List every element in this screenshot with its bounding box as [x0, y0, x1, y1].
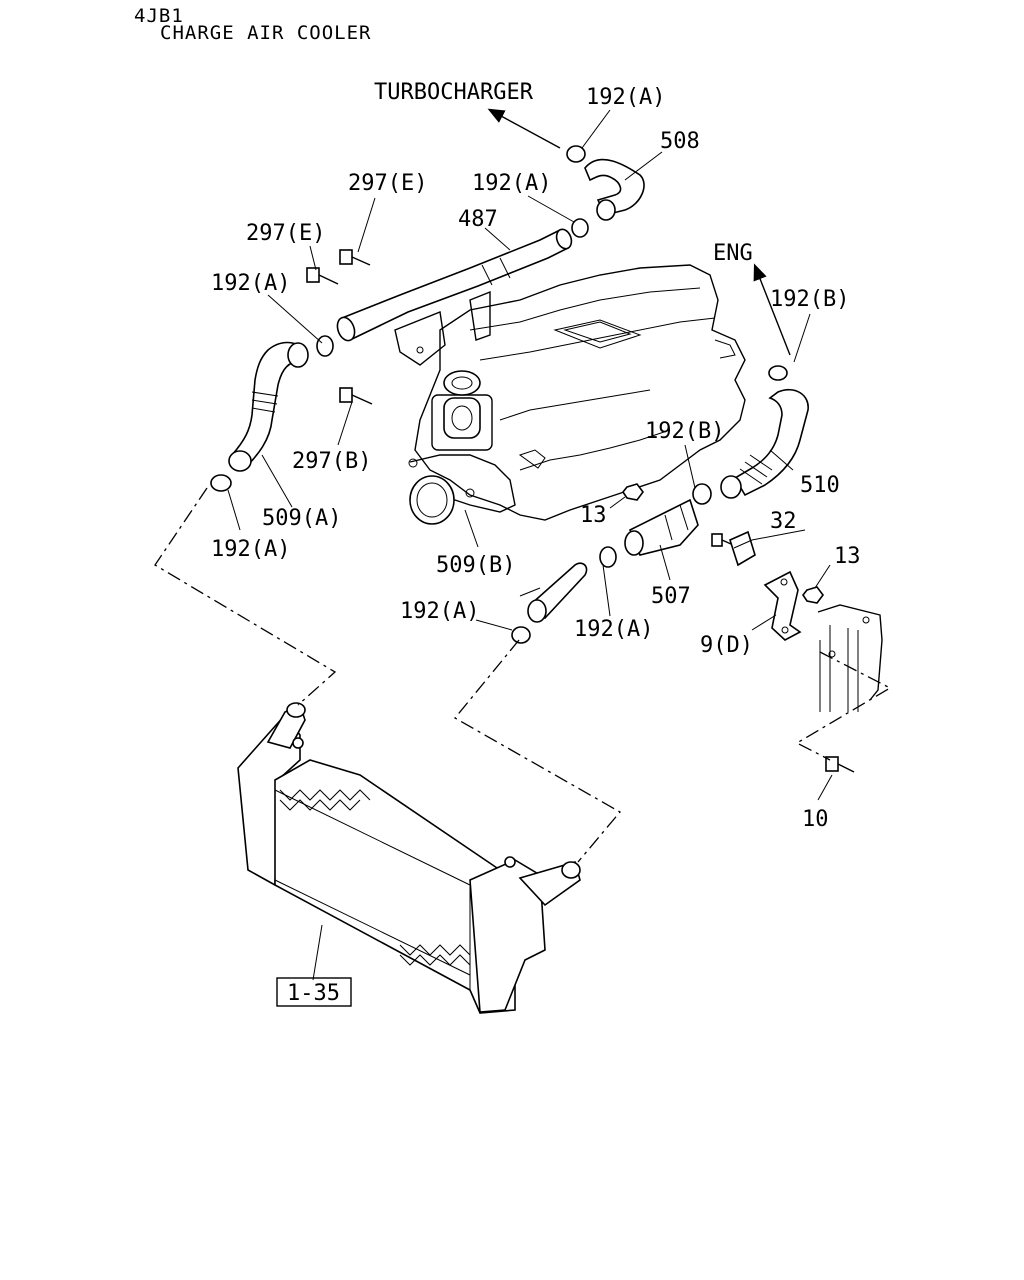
label-508: 508: [660, 129, 700, 154]
label-509b: 509(B): [436, 553, 515, 578]
label-507: 507: [651, 584, 691, 609]
radiator-side: [817, 604, 883, 712]
model-code: 4JB1: [134, 5, 184, 27]
engine-block: [408, 264, 746, 525]
label-192a-2: 192(A): [472, 171, 551, 196]
label-192b-2: 192(B): [645, 419, 724, 444]
cooler-ref-box: [276, 977, 352, 1007]
eng-label: ENG: [713, 241, 753, 266]
label-192a-6: 192(A): [574, 617, 653, 642]
hose-509b[interactable]: [527, 562, 588, 623]
label-1-35: 1-35: [287, 981, 340, 1006]
label-192a-4: 192(A): [211, 537, 290, 562]
diagram-title: CHARGE AIR COOLER: [160, 22, 372, 44]
label-9d: 9(D): [700, 633, 753, 658]
hose-510[interactable]: [720, 388, 809, 499]
hose-508[interactable]: [584, 158, 645, 221]
turbocharger-label: TURBOCHARGER: [374, 80, 534, 105]
label-297e-2: 297(E): [246, 221, 325, 246]
label-192a-5: 192(A): [400, 599, 479, 624]
charge-air-cooler[interactable]: [237, 702, 581, 1014]
label-32: 32: [770, 509, 797, 534]
label-510: 510: [800, 473, 840, 498]
label-10: 10: [802, 807, 829, 832]
label-487: 487: [458, 207, 498, 232]
mount-32[interactable]: [729, 530, 756, 567]
bracket-9d[interactable]: [763, 570, 802, 641]
pipe-487[interactable]: [334, 227, 574, 366]
label-192a-3: 192(A): [211, 271, 290, 296]
label-192a-1: 192(A): [586, 85, 665, 110]
leader-lines: [227, 109, 833, 981]
clamps: [210, 145, 788, 644]
label-297e-1: 297(E): [348, 171, 427, 196]
label-509a: 509(A): [262, 506, 341, 531]
label-297b: 297(B): [292, 449, 371, 474]
connection-lines: [154, 487, 892, 863]
turbocharger-arrow: [487, 108, 561, 149]
label-13-1: 13: [580, 503, 607, 528]
eng-arrow: [753, 263, 791, 356]
label-13-2: 13: [834, 544, 861, 569]
pipe-507[interactable]: [624, 498, 699, 556]
bolts: [306, 249, 855, 773]
hose-509a[interactable]: [228, 341, 309, 472]
label-192b-1: 192(B): [770, 287, 849, 312]
